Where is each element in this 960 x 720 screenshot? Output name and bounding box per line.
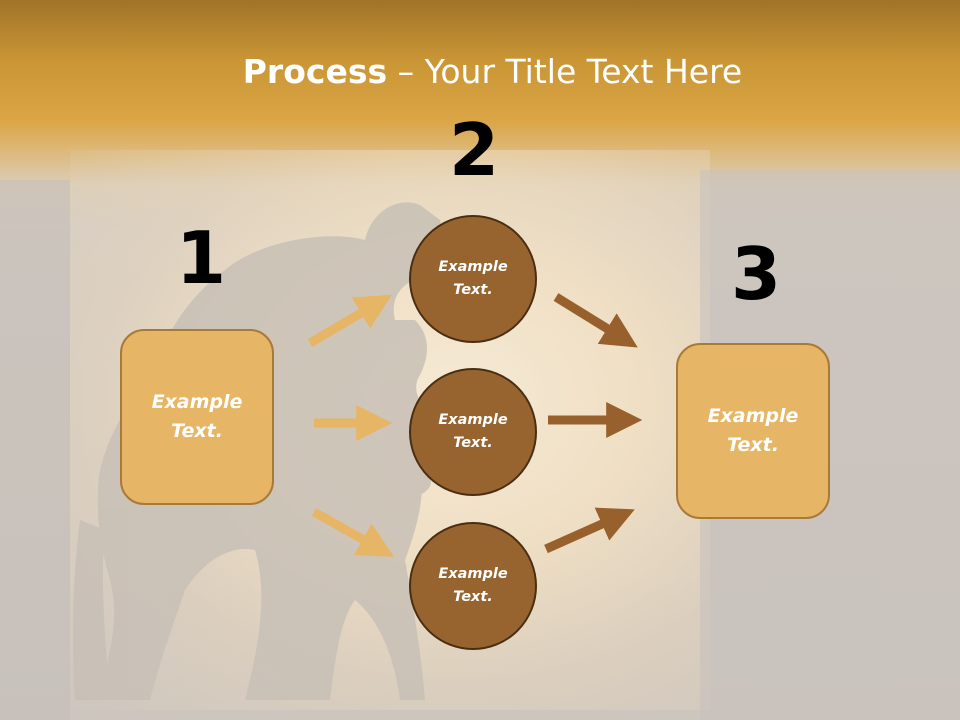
title-bold: Process [242,52,388,91]
step-2-circle-middle: Example Text. [409,368,537,496]
step-1-box: Example Text. [120,329,274,505]
title-rest: – Your Title Text Here [387,52,743,91]
arrow-right-icon [307,294,392,347]
step-3-text: Example Text. [707,405,799,456]
step-2-circle-bottom: Example Text. [409,522,537,650]
step-number-3: 3 [731,232,782,316]
step-number-1: 1 [176,216,227,300]
circle-bottom-text: Example Text. [438,566,508,605]
arrow-right-icon [311,508,395,557]
step-2-circle-top: Example Text. [409,215,537,343]
circle-middle-text: Example Text. [438,412,508,451]
step-3-box: Example Text. [676,343,830,519]
arrow-right-icon [553,293,638,348]
circle-top-text: Example Text. [438,259,508,298]
slide-title: Process – Your Title Text Here [0,52,960,91]
step-number-2: 2 [449,108,500,192]
arrow-right-icon [544,507,635,554]
background-pillar-left [0,180,70,720]
step-1-text: Example Text. [151,391,243,442]
